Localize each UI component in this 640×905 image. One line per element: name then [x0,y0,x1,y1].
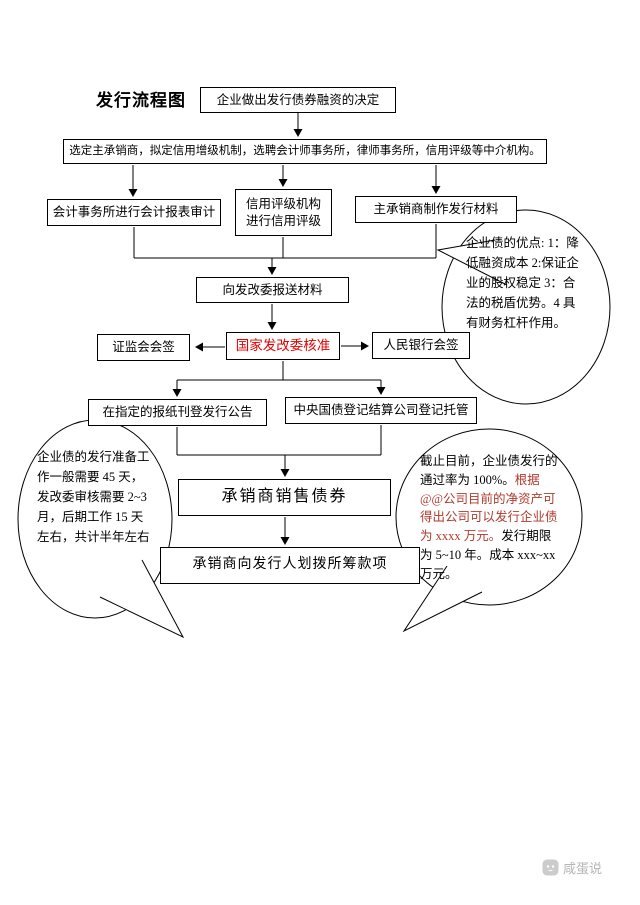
node-newspaper-announcement: 在指定的报纸刊登发行公告 [88,399,267,426]
diagram-title: 发行流程图 [96,91,186,110]
bubble-timeline-shape [17,419,185,639]
bubble-advantages-shape [436,209,611,405]
node-ndrc-approval: 国家发改委核准 [226,332,340,360]
node-pboc-countersign: 人民银行会签 [372,332,470,359]
node-decision: 企业做出发行债券融资的决定 [200,87,396,113]
bubble-status-part2: 根据@@公司目前的净资产可得出公司可以发行企业债为 xxxx 万元。 [420,472,558,543]
bubble-advantages-text: 企业债的优点: 1：降低融资成本 2:保证企业的股权稳定 3：合法的税盾优势。4… [466,236,579,330]
node-csrc-countersign: 证监会会签 [97,334,190,361]
watermark: 咸蛋说 [542,858,602,877]
node-issue-materials: 主承销商制作发行材料 [355,196,517,223]
bubble-status-part3: 发行期限为 5~10 年。成本 xxx~xx 万元。 [420,529,556,581]
node-intermediaries: 选定主承销商，拟定信用增级机制，选聘会计师事务所，律师事务所，信用评级等中介机构… [63,139,547,164]
node-underwriter-sale: 承销商销售债券 [178,479,391,516]
bubble-timeline-text: 企业债的发行准备工作一般需要 45 天，发改委审核需要 2~3 月，后期工作 1… [37,450,150,544]
bubble-status-part1: 截止目前，企业债发行的通过率为 100%。 [420,454,558,487]
node-ccdc-registration: 中央国债登记结算公司登记托管 [285,397,477,424]
node-audit: 会计事务所进行会计报表审计 [47,199,221,226]
node-funds-transfer: 承销商向发行人划拨所筹款项 [160,547,420,584]
watermark-icon [542,859,559,876]
flow-connectors [128,113,441,545]
node-credit-rating: 信用评级机构进行信用评级 [235,189,332,236]
watermark-label: 咸蛋说 [562,861,602,876]
bubble-status-shape [395,428,583,633]
bubble-status-text: 截止目前，企业债发行的通过率为 100%。根据@@公司目前的净资产可得出公司可以… [420,452,558,583]
node-submit-ndrc: 向发改委报送材料 [196,277,349,303]
